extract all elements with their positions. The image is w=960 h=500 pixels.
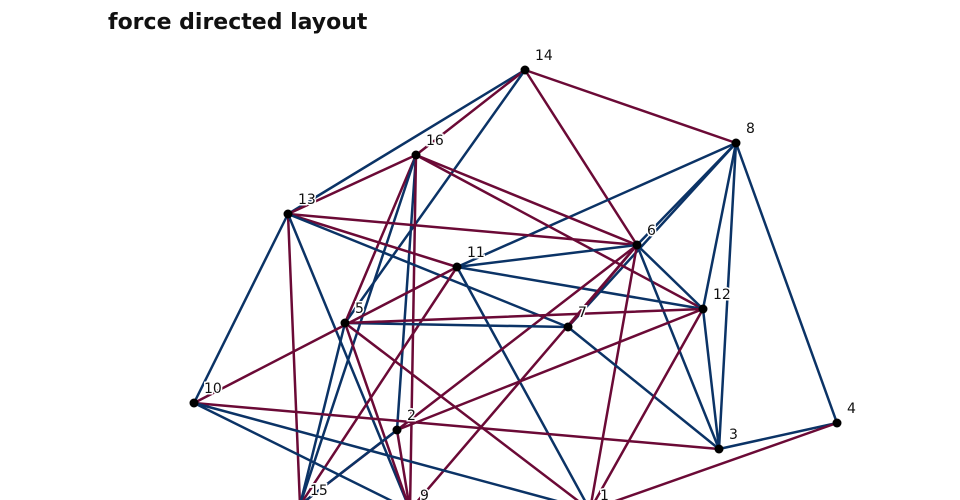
edge-10-1 xyxy=(192,401,558,500)
edge-4-1 xyxy=(614,421,839,500)
node-13 xyxy=(283,209,293,219)
node-label-2: 2 xyxy=(407,408,416,424)
edge-8-7 xyxy=(566,141,738,329)
edge-16-15 xyxy=(300,153,418,500)
node-7 xyxy=(563,322,573,332)
chart-title: force directed layout xyxy=(108,10,368,35)
edge-3-4 xyxy=(717,421,839,451)
edge-8-3 xyxy=(717,141,738,451)
node-label-1: 1 xyxy=(600,488,609,500)
edge-11-10 xyxy=(192,265,459,405)
node-6 xyxy=(632,240,642,250)
node-label-15: 15 xyxy=(310,483,328,499)
edge-16-13 xyxy=(286,153,418,216)
node-label-5: 5 xyxy=(355,301,364,317)
edge-11-1 xyxy=(455,265,586,500)
node-14 xyxy=(520,65,530,75)
edge-16-12 xyxy=(414,153,705,311)
edge-14-6 xyxy=(523,68,639,247)
node-12 xyxy=(698,304,708,314)
edge-11-15 xyxy=(301,265,459,500)
node-label-8: 8 xyxy=(746,121,755,137)
edge-12-2 xyxy=(395,307,705,432)
edge-6-15 xyxy=(304,243,639,500)
edge-14-16 xyxy=(414,68,527,157)
node-label-3: 3 xyxy=(729,427,738,443)
node-2 xyxy=(392,425,402,435)
node-label-4: 4 xyxy=(847,401,856,417)
node-label-12: 12 xyxy=(713,287,731,303)
node-16 xyxy=(411,150,421,160)
node-label-14: 14 xyxy=(535,48,553,64)
node-10 xyxy=(189,398,199,408)
edge-6-12 xyxy=(635,243,705,311)
edge-13-7 xyxy=(286,212,570,329)
edge-6-3 xyxy=(635,243,721,451)
node-8 xyxy=(731,138,741,148)
edge-13-11 xyxy=(286,212,459,269)
edge-8-4 xyxy=(734,141,839,425)
edge-13-15 xyxy=(286,212,302,500)
node-label-10: 10 xyxy=(204,381,222,397)
node-11 xyxy=(452,262,462,272)
node-5 xyxy=(340,318,350,328)
node-layer xyxy=(189,65,842,454)
edge-5-7 xyxy=(343,321,570,329)
node-4 xyxy=(832,418,842,428)
edge-16-5 xyxy=(343,153,418,325)
node-label-9: 9 xyxy=(420,488,429,500)
node-label-7: 7 xyxy=(578,305,587,321)
edge-2-15 xyxy=(304,428,399,500)
edge-5-1 xyxy=(343,321,579,500)
edge-12-3 xyxy=(701,307,721,451)
edge-5-9 xyxy=(343,321,408,500)
edge-5-12 xyxy=(343,307,705,325)
edge-16-6 xyxy=(414,153,639,247)
node-label-11: 11 xyxy=(467,245,485,261)
edge-14-13 xyxy=(286,68,527,216)
edge-13-6 xyxy=(286,212,639,247)
edge-6-1 xyxy=(590,243,639,500)
edge-7-3 xyxy=(566,325,721,451)
edge-13-9 xyxy=(286,212,408,500)
edge-10-9 xyxy=(192,401,393,500)
edge-12-1 xyxy=(594,307,705,500)
edge-10-3 xyxy=(192,401,721,451)
edge-8-11 xyxy=(455,141,738,269)
node-label-13: 13 xyxy=(298,192,316,208)
node-label-16: 16 xyxy=(426,133,444,149)
edge-11-6 xyxy=(455,243,639,269)
edge-8-12 xyxy=(701,141,738,311)
edge-layer xyxy=(192,68,839,500)
node-label-6: 6 xyxy=(647,223,656,239)
edge-6-9 xyxy=(416,243,639,500)
edge-2-9 xyxy=(395,428,410,500)
node-3 xyxy=(714,444,724,454)
edge-13-10 xyxy=(192,212,290,405)
edge-14-8 xyxy=(523,68,738,145)
